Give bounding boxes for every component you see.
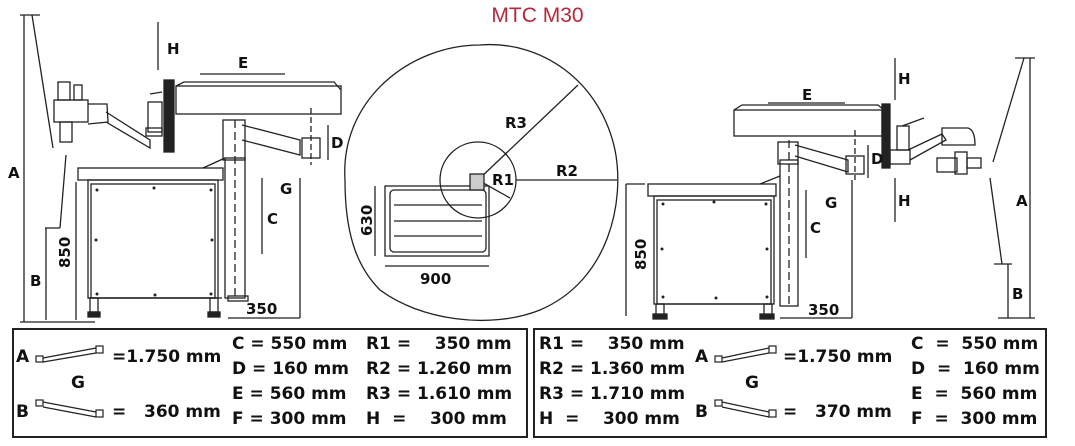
arm-b-value: = 360 mm bbox=[112, 402, 221, 422]
spec-c-right: C = 550 mm bbox=[911, 334, 1039, 354]
label-d: D bbox=[331, 134, 343, 152]
arm-a-icon bbox=[35, 345, 104, 363]
dim-height-850-right: 850 bbox=[632, 239, 650, 270]
label-b-right: B bbox=[1012, 285, 1023, 303]
dim-width-900: 900 bbox=[420, 270, 451, 288]
label-h: H bbox=[167, 40, 180, 58]
dim-offset-350-right: 350 bbox=[808, 301, 839, 319]
spec-r3: R3 = 1.610 mm bbox=[366, 384, 513, 404]
spec-d: D = 160 mm bbox=[232, 359, 350, 379]
label-c-right: C bbox=[810, 219, 821, 237]
spec-r1-right: R1 = 350 mm bbox=[539, 334, 685, 354]
spec-c: C = 550 mm bbox=[232, 334, 348, 354]
label-e: E bbox=[238, 54, 248, 72]
label-g-right: G bbox=[825, 194, 837, 212]
label-a: A bbox=[8, 164, 20, 182]
arm-b-letter: B bbox=[16, 402, 29, 422]
label-b: B bbox=[30, 272, 41, 290]
arm-g-label: G bbox=[71, 373, 85, 393]
label-g: G bbox=[280, 180, 292, 198]
spec-table-left: A =1.750 mm G B = 360 mm C = 550 mm D = … bbox=[12, 328, 528, 438]
label-h-bottom-right: H bbox=[898, 192, 911, 210]
spec-r3-right: R3 = 1.710 mm bbox=[539, 384, 686, 404]
spec-d-right: D = 160 mm bbox=[911, 359, 1040, 379]
spec-r2-right: R2 = 1.360 mm bbox=[539, 359, 686, 379]
dim-offset-350: 350 bbox=[246, 300, 277, 318]
arm-a-letter-right: A bbox=[695, 347, 709, 367]
arm-a-icon-right bbox=[714, 345, 777, 363]
diagram-title: MTC M30 bbox=[491, 4, 584, 27]
arm-b-letter-right: B bbox=[695, 402, 708, 422]
arm-b-value-right: = 370 mm bbox=[783, 402, 892, 422]
arm-b-icon bbox=[35, 399, 104, 418]
spec-f: F = 300 mm bbox=[232, 409, 347, 429]
label-r3: R3 bbox=[505, 114, 527, 132]
dim-depth-630: 630 bbox=[358, 205, 376, 236]
dim-height-850: 850 bbox=[56, 237, 74, 268]
arm-a-value: =1.750 mm bbox=[112, 347, 222, 367]
label-h-top-right: H bbox=[898, 70, 911, 88]
top-view-reach-diagram bbox=[344, 43, 619, 322]
label-c: C bbox=[267, 210, 278, 228]
spec-r1: R1 = 350 mm bbox=[366, 334, 512, 354]
spec-e: E = 560 mm bbox=[232, 384, 347, 404]
label-e-right: E bbox=[802, 86, 812, 104]
arm-a-value-right: =1.750 mm bbox=[783, 347, 893, 367]
spec-r2: R2 = 1.260 mm bbox=[366, 359, 513, 379]
label-a-right: A bbox=[1016, 192, 1028, 210]
arm-g-label-right: G bbox=[745, 373, 759, 393]
label-r2: R2 bbox=[556, 162, 578, 180]
spec-h: H = 300 mm bbox=[366, 409, 507, 429]
left-side-view bbox=[20, 14, 342, 323]
arm-b-icon-right bbox=[714, 399, 777, 418]
spec-f-right: F = 300 mm bbox=[911, 409, 1038, 429]
right-side-view bbox=[625, 57, 1035, 320]
arm-a-letter: A bbox=[16, 347, 30, 367]
spec-table-right: R1 = 350 mm R2 = 1.360 mm R3 = 1.710 mm … bbox=[533, 328, 1047, 438]
spec-h-right: H = 300 mm bbox=[539, 409, 680, 429]
label-d-right: D bbox=[871, 150, 883, 168]
label-r1: R1 bbox=[492, 171, 514, 189]
spec-e-right: E = 560 mm bbox=[911, 384, 1038, 404]
